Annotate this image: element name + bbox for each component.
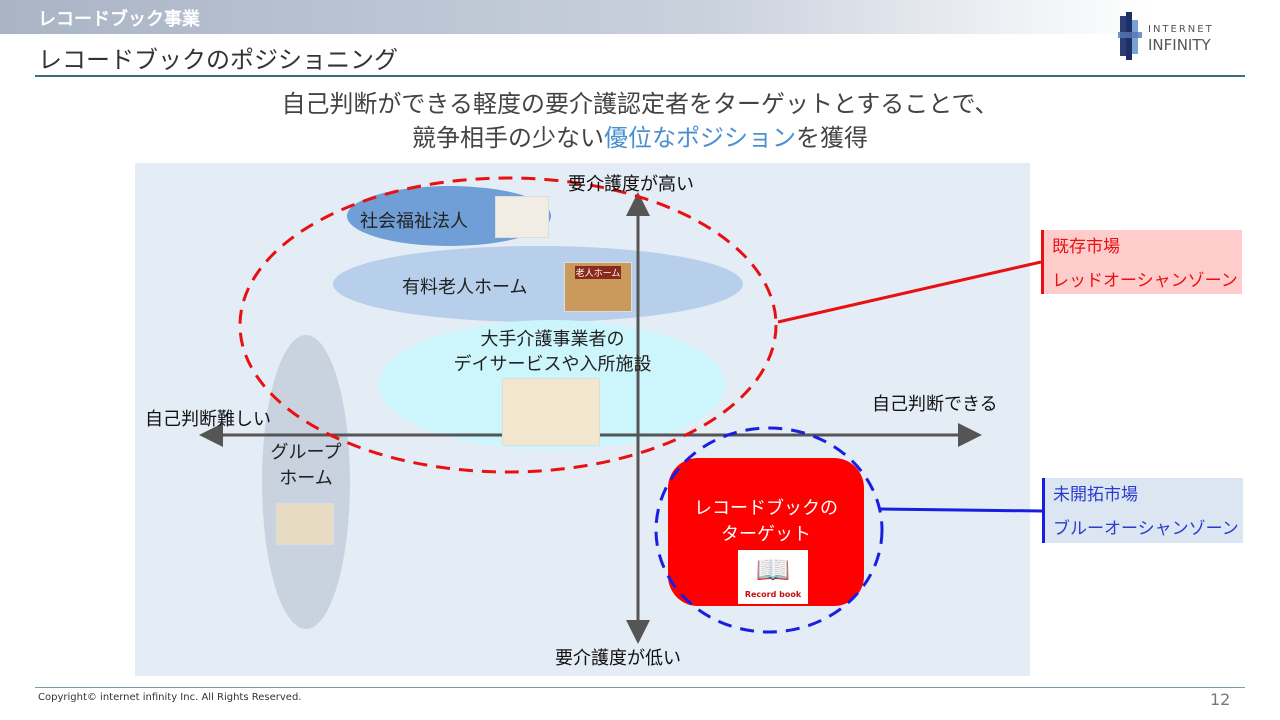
wheelchair-image xyxy=(495,196,549,238)
group-home-ellipse xyxy=(262,335,350,629)
record-book-logo: 📖Record book xyxy=(738,550,808,604)
red-ocean-ellipse xyxy=(238,176,778,474)
blue-ocean-ellipse xyxy=(654,426,884,634)
headline-line2: 競争相手の少ない優位なポジションを獲得 xyxy=(412,124,868,152)
elderly-group-image xyxy=(502,378,600,446)
blue-callout-bar xyxy=(1042,478,1045,543)
target-box xyxy=(668,458,864,606)
headline-line1: 自己判断ができる軽度の要介護認定者をターゲットとすることで、 xyxy=(281,90,999,118)
group-home-label: グループホーム xyxy=(270,442,342,489)
copyright: Copyright© internet infinity Inc. All Ri… xyxy=(38,692,302,703)
section-band: レコードブック事業 xyxy=(0,0,1280,34)
title-divider xyxy=(35,75,1245,77)
paid-home-ellipse xyxy=(333,246,743,322)
red-callout-bar xyxy=(1041,230,1044,294)
company-logo: INTERNET INFINITY xyxy=(1118,12,1248,62)
red-connector xyxy=(777,260,1042,324)
page-title: レコードブックのポジショニング xyxy=(38,46,398,74)
group-home-image xyxy=(276,503,334,545)
social-welfare-label: 社会福祉法人 xyxy=(360,211,468,232)
blue-connector xyxy=(879,507,1043,513)
major-provider-label: 大手介護事業者のデイサービスや入所施設 xyxy=(453,329,652,375)
nursing-home-image: 老人ホーム xyxy=(564,262,632,312)
axis-label-capable: 自己判断できる xyxy=(872,394,998,415)
red-ocean-callout: 既存市場レッドオーシャンゾーン xyxy=(1044,230,1242,294)
footer-divider xyxy=(35,687,1245,688)
target-label: レコードブックのターゲット xyxy=(694,498,838,545)
blue-ocean-callout: 未開拓市場ブルーオーシャンゾーン xyxy=(1045,478,1243,543)
axis-label-high: 要介護度が高い xyxy=(568,174,694,195)
axis-label-low: 要介護度が低い xyxy=(555,648,681,669)
section-title: レコードブック事業 xyxy=(38,9,200,30)
paid-home-label: 有料老人ホーム xyxy=(402,277,528,298)
page-number: 12 xyxy=(1210,690,1231,709)
axis-label-difficult: 自己判断難しい xyxy=(145,409,271,430)
